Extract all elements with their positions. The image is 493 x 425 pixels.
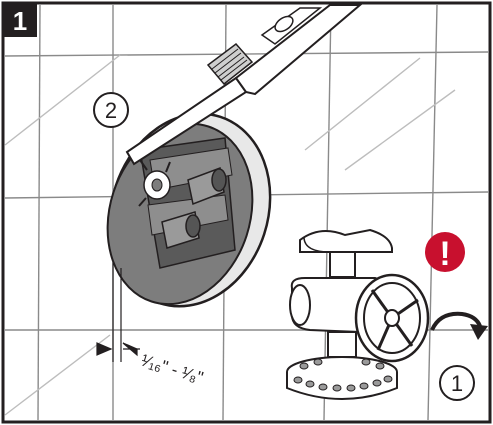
- callout-step-b: 1: [440, 366, 474, 400]
- step-number-badge: 1: [3, 3, 37, 37]
- step-number: 1: [13, 6, 27, 36]
- valve-handwheel[interactable]: [356, 275, 428, 361]
- warning-symbol: !: [439, 235, 450, 273]
- callout-step-a: 2: [94, 93, 128, 127]
- callout-step-a-label: 2: [105, 98, 117, 123]
- callout-step-b-label: 1: [451, 371, 463, 396]
- valve-base-flange: [287, 357, 397, 399]
